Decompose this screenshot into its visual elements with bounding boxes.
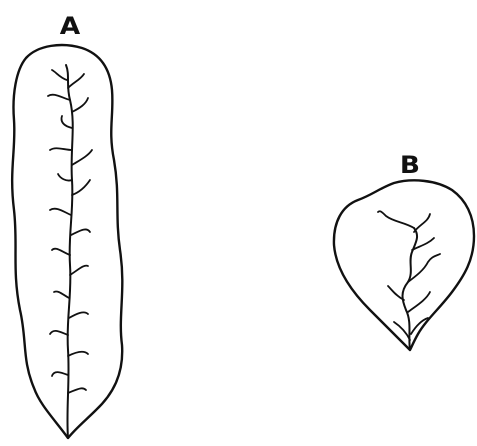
leaf-b-outline: [334, 180, 474, 350]
leaf-b: [334, 180, 474, 350]
leaf-a-label: A: [60, 14, 80, 38]
leaf-a: [12, 45, 122, 438]
leaf-b-label: B: [400, 153, 420, 177]
leaf-a-outline: [12, 45, 122, 438]
